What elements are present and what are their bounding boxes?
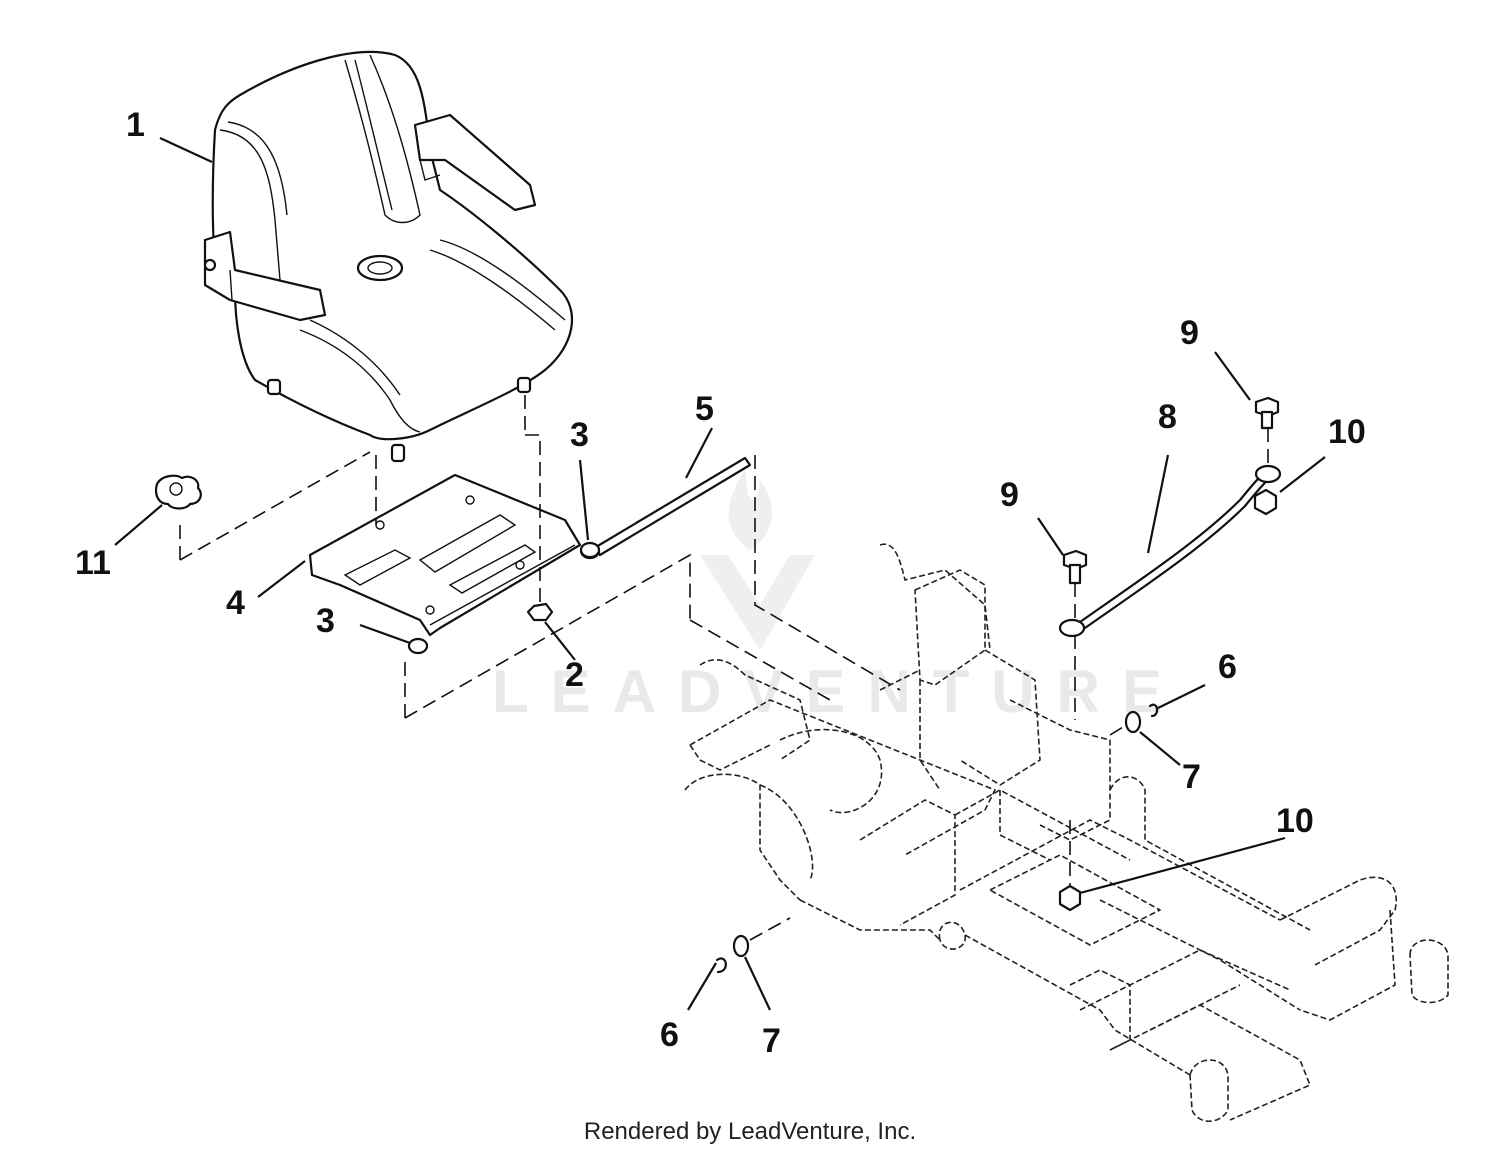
- footer-credit: Rendered by LeadVenture, Inc.: [583, 1118, 917, 1145]
- callout-1: 1: [126, 106, 145, 144]
- bolt-lower: [1062, 549, 1088, 585]
- callout-6-upper: 6: [1218, 648, 1237, 686]
- bushing-upper: [579, 541, 601, 559]
- leader-lines: [114, 137, 1326, 1011]
- bushing-lower: [407, 637, 429, 655]
- callout-7-upper: 7: [1182, 758, 1201, 796]
- callout-9-upper: 9: [1180, 314, 1199, 352]
- callout-5: 5: [695, 390, 714, 428]
- nut: [526, 602, 554, 622]
- nut-lower: [1058, 884, 1082, 912]
- washer-upper: [1124, 710, 1142, 734]
- seat-plate: [308, 473, 582, 637]
- assembly-lines: [179, 395, 1269, 941]
- pivot-rod: [579, 456, 752, 560]
- clip-lower: [715, 957, 727, 974]
- callout-8: 8: [1158, 398, 1177, 436]
- washer-lower: [732, 934, 750, 958]
- callout-10-upper: 10: [1328, 413, 1366, 451]
- callout-7-lower: 7: [762, 1022, 781, 1060]
- ground-cable: [1058, 464, 1282, 638]
- nut-upper: [1253, 488, 1278, 516]
- watermark-text: LEADVENTURE: [492, 658, 1184, 725]
- mower-frame: [684, 543, 1449, 1123]
- callout-9-lower: 9: [1000, 476, 1019, 514]
- watermark: LEADVENTURE: [492, 470, 1184, 725]
- callout-3-lower: 3: [316, 602, 335, 640]
- callout-4: 4: [226, 584, 245, 622]
- callout-6-lower: 6: [660, 1016, 679, 1054]
- knob: [154, 474, 202, 510]
- bolt-upper: [1254, 396, 1280, 430]
- callout-labels: 1 2 3 3 4 5 6 6 7 7 8 9 9 10 10 11: [75, 106, 1366, 1060]
- callout-2: 2: [565, 656, 584, 694]
- clip-upper: [1148, 703, 1159, 718]
- callout-11: 11: [75, 544, 111, 582]
- callout-10-lower: 10: [1276, 802, 1314, 840]
- seat: [203, 50, 574, 463]
- callout-3-upper: 3: [570, 416, 589, 454]
